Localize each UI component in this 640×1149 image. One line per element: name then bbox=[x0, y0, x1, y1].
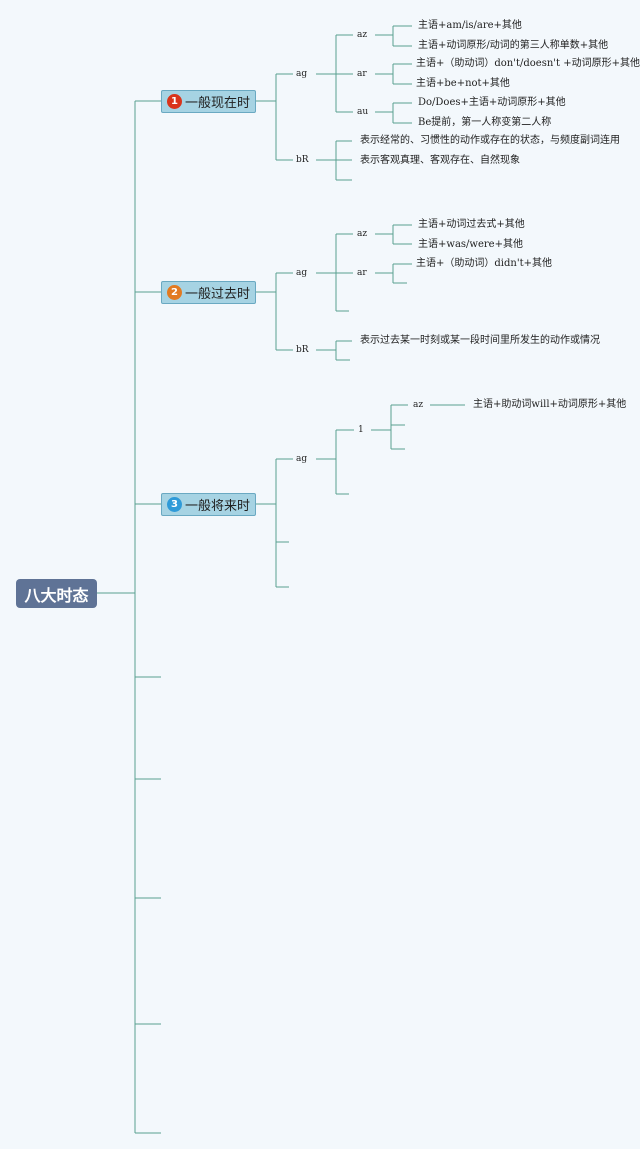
rule-text[interactable]: 主语+动词原形/动词的第三人称单数+其他 bbox=[418, 40, 609, 51]
rule-text[interactable]: 主语+（助动词）don't/doesn't +动词原形+其他 bbox=[416, 58, 640, 69]
topic-simple-past[interactable]: 2 一般过去时 bbox=[161, 281, 256, 304]
br-label[interactable]: bR bbox=[296, 345, 309, 355]
ag-label[interactable]: ag bbox=[296, 454, 308, 464]
number-badge-2: 2 bbox=[166, 285, 182, 300]
topic-label: 一般过去时 bbox=[184, 287, 250, 302]
ar-label[interactable]: ar bbox=[357, 69, 367, 79]
rule-text[interactable]: 主语+was/were+其他 bbox=[418, 239, 523, 250]
root-node[interactable]: 八大时态 bbox=[16, 579, 97, 608]
rule-text[interactable]: 主语+（助动词）didn't+其他 bbox=[416, 258, 552, 269]
usage-text[interactable]: 表示过去某一时刻或某一段时间里所发生的动作或情况 bbox=[360, 335, 600, 346]
az-label[interactable]: az bbox=[413, 400, 424, 410]
rule-text[interactable]: 主语+动词过去式+其他 bbox=[418, 219, 525, 230]
topic-simple-future[interactable]: 3 一般将来时 bbox=[161, 493, 256, 516]
au-label[interactable]: au bbox=[357, 107, 369, 117]
number-badge-3: 3 bbox=[166, 497, 182, 512]
topic-simple-present[interactable]: 1 一般现在时 bbox=[161, 90, 256, 113]
number-badge-1: 1 bbox=[166, 94, 182, 109]
ag-label[interactable]: ag bbox=[296, 69, 308, 79]
rule-text[interactable]: 主语+am/is/are+其他 bbox=[418, 20, 522, 31]
az-label[interactable]: az bbox=[357, 229, 368, 239]
root-label: 八大时态 bbox=[24, 585, 89, 605]
ar-label[interactable]: ar bbox=[357, 268, 367, 278]
ag-label[interactable]: ag bbox=[296, 268, 308, 278]
one-label[interactable]: 1 bbox=[358, 425, 364, 435]
rule-text[interactable]: 主语+be+not+其他 bbox=[416, 78, 510, 89]
rule-text[interactable]: Be提前，第一人称变第二人称 bbox=[418, 117, 552, 128]
topic-label: 一般将来时 bbox=[184, 499, 250, 514]
usage-text[interactable]: 表示经常的、习惯性的动作或存在的状态，与频度副词连用 bbox=[360, 135, 620, 146]
br-label[interactable]: bR bbox=[296, 155, 309, 165]
usage-text[interactable]: 表示客观真理、客观存在、自然现象 bbox=[360, 155, 520, 166]
rule-text[interactable]: 主语+助动词will+动词原形+其他 bbox=[473, 399, 627, 410]
az-label[interactable]: az bbox=[357, 30, 368, 40]
rule-text[interactable]: Do/Does+主语+动词原形+其他 bbox=[418, 97, 566, 108]
topic-label: 一般现在时 bbox=[184, 96, 250, 111]
